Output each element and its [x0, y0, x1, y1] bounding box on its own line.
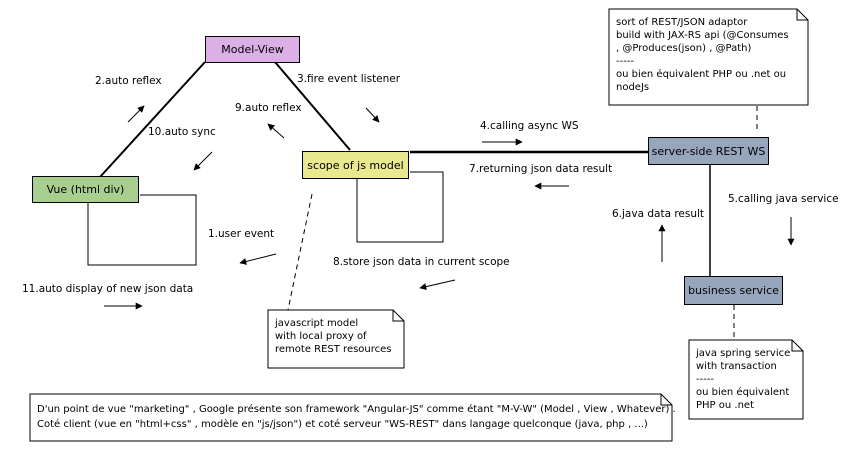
server-node[interactable]: server-side REST WS — [648, 137, 769, 165]
business-note: java spring service with transaction ---… — [690, 343, 796, 416]
js-note-line: remote REST resources — [275, 344, 392, 355]
label-auto-sync: 10.auto sync — [148, 126, 216, 138]
business-node[interactable]: business service — [684, 276, 783, 305]
label-java-result: 6.java data result — [612, 208, 705, 220]
footer-note-line: Coté client (vue en "html+css" , modèle … — [37, 419, 648, 430]
server-note-line: , @Produces(json) , @Path) — [616, 43, 752, 54]
footer-note-shape — [29, 393, 673, 442]
js-note-line: javascript model — [275, 318, 359, 329]
business-label: business service — [688, 284, 779, 297]
arrow-2 — [127, 105, 145, 123]
business-note-line: PHP ou .net — [696, 400, 754, 411]
label-returning-json: 7.returning json data result — [469, 163, 613, 175]
label-auto-reflex-9: 9.auto reflex — [235, 102, 302, 114]
server-note-line: ----- — [616, 56, 635, 67]
server-note-line: sort of REST/JSON adaptor — [616, 17, 748, 28]
line-vue-modelview — [99, 61, 206, 178]
server-note-shape — [608, 8, 809, 106]
vue-label: Vue (html div) — [46, 183, 125, 196]
arrow-3 — [365, 107, 380, 123]
business-note-shape — [688, 339, 804, 420]
label-fire-event: 3.fire event listener — [297, 73, 401, 85]
scope-label: scope of js model — [307, 158, 404, 172]
footer-note-line: D'un point de vue "marketing" , Google p… — [37, 404, 676, 415]
model-view-node[interactable]: Model-View — [205, 36, 300, 63]
js-model-note: javascript model with local proxy of rem… — [269, 313, 398, 360]
js-note-shape — [267, 309, 405, 369]
scope-node[interactable]: scope of js model — [302, 151, 409, 179]
server-label: server-side REST WS — [651, 144, 766, 158]
vue-node[interactable]: Vue (html div) — [32, 176, 139, 203]
business-note-line: java spring service — [696, 348, 791, 359]
server-note-line: nodeJs — [616, 82, 650, 93]
business-note-line: with transaction — [696, 361, 777, 372]
arrow-8 — [419, 279, 456, 291]
server-note-line: ou bien équivalent PHP ou .net ou — [616, 69, 787, 80]
label-calling-async: 4.calling async WS — [480, 120, 579, 132]
label-calling-java: 5.calling java service — [728, 193, 839, 205]
js-note-line: with local proxy of — [275, 331, 367, 342]
server-note: sort of REST/JSON adaptor build with JAX… — [610, 12, 795, 98]
business-note-line: ----- — [696, 374, 715, 385]
business-note-line: ou bien équivalent — [696, 387, 790, 398]
arrow-1 — [239, 253, 277, 265]
label-auto-reflex-2: 2.auto reflex — [95, 75, 162, 87]
server-note-line: build with JAX-RS api (@Consumes — [616, 30, 789, 41]
label-user-event: 1.user event — [208, 228, 275, 240]
vue-view-frame — [87, 194, 197, 266]
line-modelview-scope — [274, 61, 351, 151]
scope-frame — [356, 171, 444, 243]
label-auto-display: 11.auto display of new json data — [22, 283, 194, 295]
model-view-label: Model-View — [221, 43, 284, 56]
arrow-9 — [267, 123, 285, 139]
label-store-json: 8.store json data in current scope — [333, 256, 510, 268]
arrow-10 — [193, 151, 213, 171]
dash-scope-note — [287, 193, 313, 311]
footer-note: D'un point de vue "marketing" , Google p… — [31, 398, 682, 436]
